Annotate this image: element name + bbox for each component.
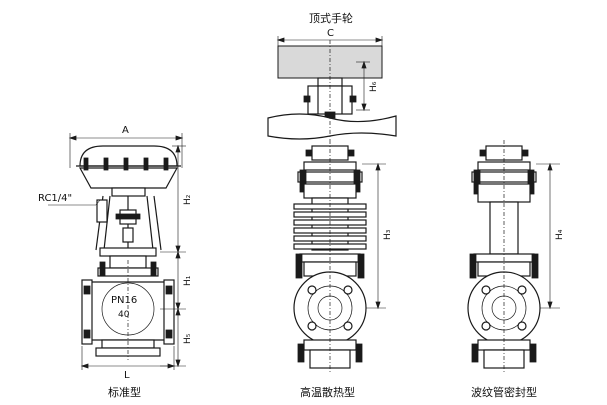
dim-label-h4: H₄ [555, 229, 565, 240]
pn-rating-label: PN16 [111, 295, 137, 306]
caption-high-temp: 高温散热型 [300, 385, 355, 399]
caption-standard: 标准型 [108, 385, 141, 399]
caption-bellows: 波纹管密封型 [471, 385, 537, 399]
caption-handwheel: 顶式手轮 [309, 11, 353, 25]
standard-valve [48, 133, 186, 370]
dim-label-h6: H₆ [369, 81, 379, 92]
dim-label-h2: H₂ [183, 194, 193, 205]
dim-label-h3: H₃ [383, 229, 393, 240]
dim-label-l: L [124, 370, 130, 381]
bellows-valve [467, 140, 560, 372]
dim-label-h5: H₅ [183, 333, 193, 344]
dim-label-h1: H₁ [183, 275, 193, 286]
rc-port-label: RC1/4" [38, 193, 72, 204]
dim-label-a: A [122, 125, 129, 136]
dim-label-c: C [327, 28, 334, 39]
size-label: 40 [118, 310, 130, 320]
high-temp-valve [293, 140, 386, 372]
handwheel-assembly [267, 36, 397, 140]
